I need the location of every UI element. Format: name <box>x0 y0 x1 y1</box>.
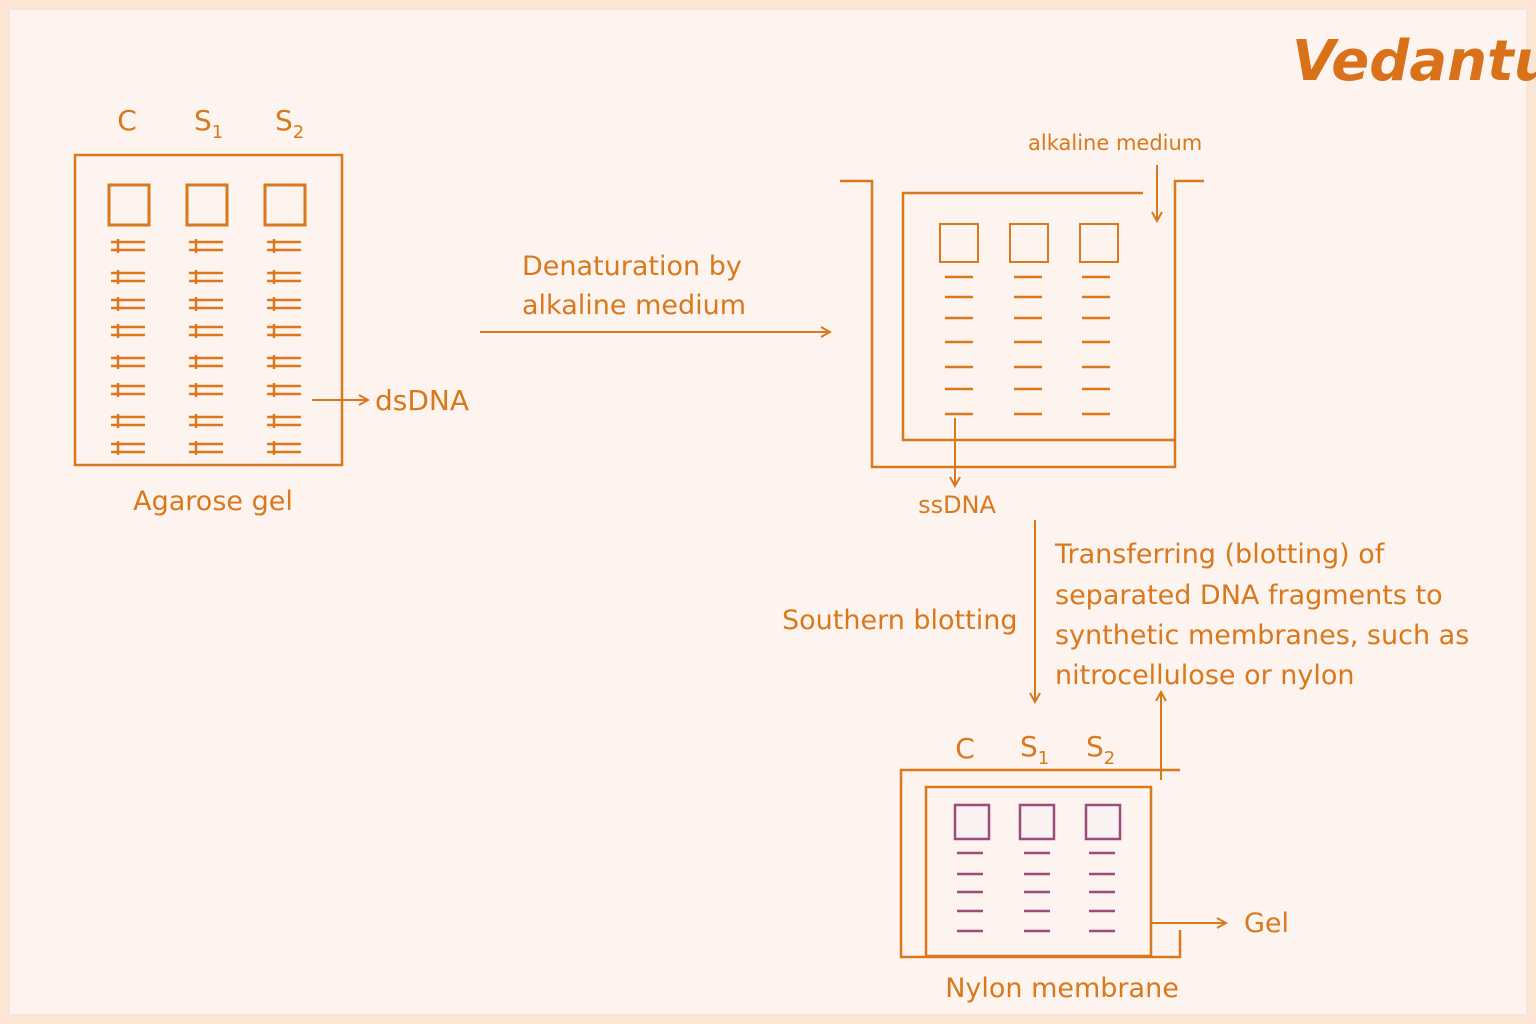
ssdna-label: ssDNA <box>918 491 996 519</box>
southern-description-line4: nitrocellulose or nylon <box>1055 660 1355 691</box>
tank-well-s1 <box>1009 223 1049 263</box>
agarose-gel: C S1 S2 dsDNA Agarose gel <box>73 104 469 517</box>
gel-well-s2 <box>263 183 307 227</box>
tank-gel-outline <box>901 191 1175 442</box>
gel-label: Gel <box>1244 908 1289 939</box>
denaturation-label-line1: Denaturation by <box>522 251 742 282</box>
southern-blotting-label: Southern blotting <box>782 605 1018 636</box>
membrane-well-c <box>953 803 991 841</box>
southern-description-line2: separated DNA fragments to <box>1055 580 1443 611</box>
denaturation-label-line2: alkaline medium <box>522 290 746 321</box>
alkaline-tank: alkaline medium ssDNA <box>840 131 1204 519</box>
membrane-lane-label-c: C <box>955 732 975 765</box>
alkaline-medium-label: alkaline medium <box>1028 131 1202 155</box>
dsdna-label: dsDNA <box>375 384 469 417</box>
gel-outline <box>73 153 344 467</box>
membrane-gel-outline <box>924 785 1153 958</box>
membrane-lane-label-s1: S1 <box>1020 730 1049 769</box>
southern-description-line1: Transferring (blotting) of <box>1054 539 1386 570</box>
lane-label-c: C <box>117 104 137 137</box>
ssdna-bands <box>945 275 1110 416</box>
southern-blotting-step: Southern blotting Transferring (blotting… <box>782 520 1469 780</box>
membrane-outer-outline <box>899 768 1180 959</box>
membrane-well-s1 <box>1018 803 1056 841</box>
membrane-bracket <box>1174 930 1182 959</box>
membrane-lane-label-s2: S2 <box>1086 730 1115 769</box>
tank-well-s2 <box>1079 223 1119 263</box>
tank-outline <box>840 179 1204 469</box>
tank-well-c <box>939 223 979 263</box>
southern-description-line3: synthetic membranes, such as <box>1055 620 1469 651</box>
gel-well-s1 <box>185 183 229 227</box>
membrane-bands <box>957 851 1115 933</box>
membrane-well-s2 <box>1084 803 1122 841</box>
vedantu-logo: Vedantu <box>1292 29 1536 94</box>
denaturation-step: Denaturation by alkaline medium <box>480 251 830 332</box>
nylon-membrane-caption: Nylon membrane <box>945 973 1179 1004</box>
gel-well-c <box>107 183 151 227</box>
lane-label-s1: S1 <box>194 104 223 143</box>
nylon-membrane: C S1 S2 Gel Nylon membrane <box>899 730 1289 1004</box>
lane-label-s2: S2 <box>275 104 304 143</box>
dsdna-bands <box>111 239 301 455</box>
agarose-gel-caption: Agarose gel <box>133 486 293 517</box>
